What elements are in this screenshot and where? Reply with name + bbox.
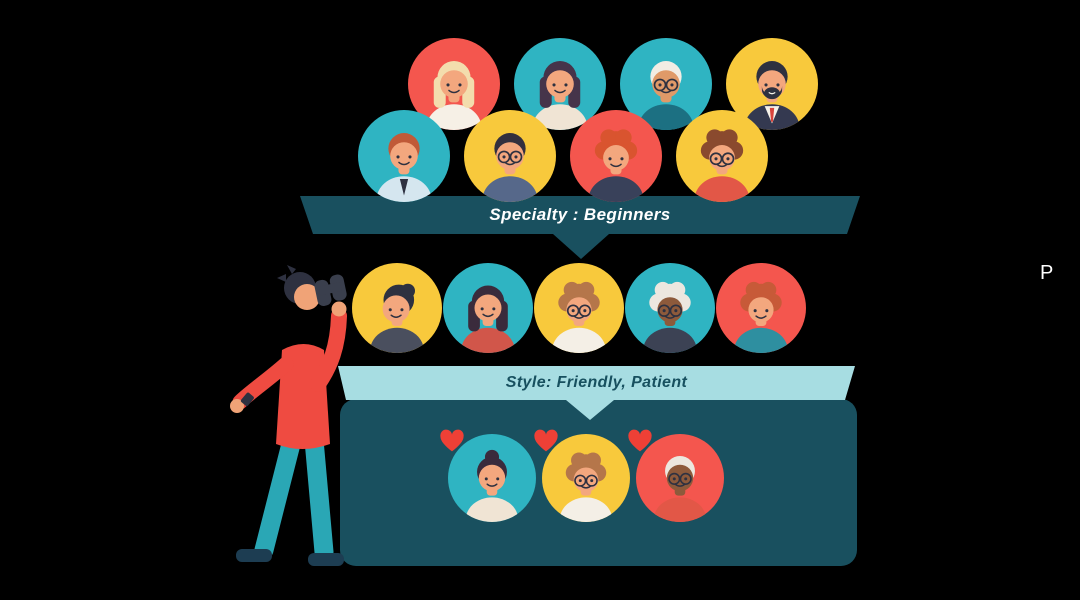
avatar-graphic (534, 263, 624, 353)
avatar-blonde-woman (408, 38, 500, 130)
avatar-graphic (716, 263, 806, 353)
avatar-graphic (620, 38, 712, 130)
avatar-graphic (636, 434, 724, 522)
p-label: P (1040, 262, 1054, 284)
observer-legs (236, 430, 344, 566)
avatar-man-glasses-plaid (464, 110, 556, 202)
avatar-graphic (726, 38, 818, 130)
avatar-graphic (625, 263, 715, 353)
avatar-row-top-2 (358, 110, 768, 202)
avatar-graphic (570, 110, 662, 202)
observer-illustration (230, 265, 347, 566)
avatar-graphic (514, 38, 606, 130)
avatar-row-top-1 (408, 38, 818, 130)
avatar-graphic (408, 38, 500, 130)
avatar-curly-glasses-man (534, 263, 624, 353)
heart-icon (628, 429, 652, 452)
avatar-white-curls-man-glasses (625, 263, 715, 353)
avatar-row-selected (440, 429, 724, 522)
specialty-banner: Specialty : Beginners (300, 196, 860, 259)
avatar-graphic (676, 110, 768, 202)
heart-icon (534, 429, 558, 452)
avatar-dark-hair-woman (443, 263, 533, 353)
avatar-selected-white-hair-man (628, 429, 724, 522)
avatar-curly-redhead-woman (570, 110, 662, 202)
avatar-brunette-woman (514, 38, 606, 130)
observer-head (277, 265, 320, 310)
avatar-graphic (443, 263, 533, 353)
avatar-row-middle (352, 263, 806, 353)
avatar-white-hair-man-glasses (620, 38, 712, 130)
avatar-graphic (352, 263, 442, 353)
avatar-graphic (464, 110, 556, 202)
avatar-graphic (448, 434, 536, 522)
avatar-graphic (358, 110, 450, 202)
avatar-big-curls-woman (716, 263, 806, 353)
avatar-curly-man-glasses (676, 110, 768, 202)
avatar-selected-woman (440, 429, 536, 522)
avatar-graphic (542, 434, 630, 522)
observer-arm-raised (310, 301, 347, 392)
watch-icon (240, 392, 254, 406)
style-banner-label: Style: Friendly, Patient (505, 374, 688, 391)
specialty-banner-label: Specialty : Beginners (489, 205, 671, 224)
observer-arm-down (230, 356, 294, 413)
avatar-selected-curly-man (534, 429, 630, 522)
binoculars-icon (314, 274, 347, 306)
avatar-redhead-man-tie (358, 110, 450, 202)
avatar-quiff-man (352, 263, 442, 353)
avatar-bearded-man-suit (726, 38, 818, 130)
heart-icon (440, 429, 464, 452)
